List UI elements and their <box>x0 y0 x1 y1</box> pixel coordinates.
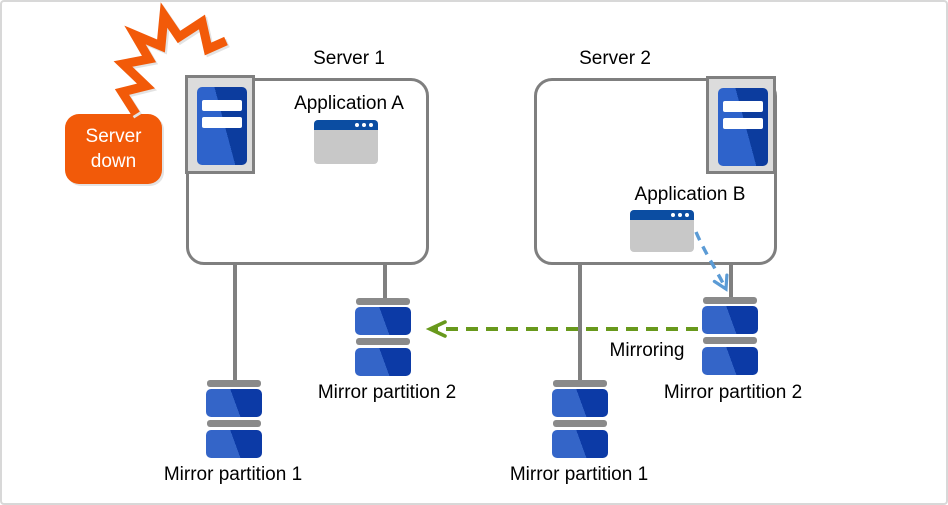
application-a-label: Application A <box>294 93 404 114</box>
disk-cap <box>356 298 410 305</box>
server1-mirror-partition2-icon <box>355 298 411 376</box>
window-dot <box>671 213 675 217</box>
disk-separator <box>703 337 757 344</box>
server-tower-icon <box>718 88 768 166</box>
server1-title: Server 1 <box>313 48 385 69</box>
mirroring-label: Mirroring <box>609 340 685 361</box>
server1-mirror-partition1-icon <box>206 380 262 458</box>
application-b-window-icon <box>630 210 694 252</box>
disk-platter <box>206 430 262 458</box>
server2-mirror-partition2-icon <box>702 297 758 375</box>
disk-platter <box>552 389 608 417</box>
disk-platter <box>702 306 758 334</box>
disk-platter <box>702 347 758 375</box>
server2-mirror-partition1-label: Mirror partition 1 <box>509 464 649 485</box>
window-dot <box>355 123 359 127</box>
server-slot-bar <box>202 100 242 111</box>
server-slot-bar <box>202 117 242 128</box>
disk-platter <box>552 430 608 458</box>
server2-title: Server 2 <box>579 48 651 69</box>
server1-server-icon <box>185 75 255 174</box>
disk-cap <box>553 380 607 387</box>
window-titlebar <box>314 120 378 130</box>
window-dot <box>369 123 373 127</box>
server2-mirror-partition1-icon <box>552 380 608 458</box>
server1-mirror-partition2-label: Mirror partition 2 <box>317 382 457 403</box>
server-slot-bar <box>723 101 763 112</box>
disk-separator <box>207 420 261 427</box>
application-a-window-icon <box>314 120 378 164</box>
window-titlebar <box>630 210 694 220</box>
server-slot-bar <box>723 118 763 129</box>
server2-server-icon <box>706 76 776 174</box>
server2-mirror-partition2-label: Mirror partition 2 <box>663 382 803 403</box>
disk-separator <box>356 338 410 345</box>
server-tower-icon <box>197 87 247 165</box>
server1-mirror-partition1-label: Mirror partition 1 <box>163 464 303 485</box>
disk-platter <box>206 389 262 417</box>
disk-cap <box>703 297 757 304</box>
window-dot <box>685 213 689 217</box>
window-dot <box>362 123 366 127</box>
disk-cap <box>207 380 261 387</box>
disk-platter <box>355 307 411 335</box>
server-down-badge: Server down <box>65 114 162 184</box>
disk-separator <box>553 420 607 427</box>
disk-platter <box>355 348 411 376</box>
application-b-label: Application B <box>634 184 746 205</box>
window-dot <box>678 213 682 217</box>
